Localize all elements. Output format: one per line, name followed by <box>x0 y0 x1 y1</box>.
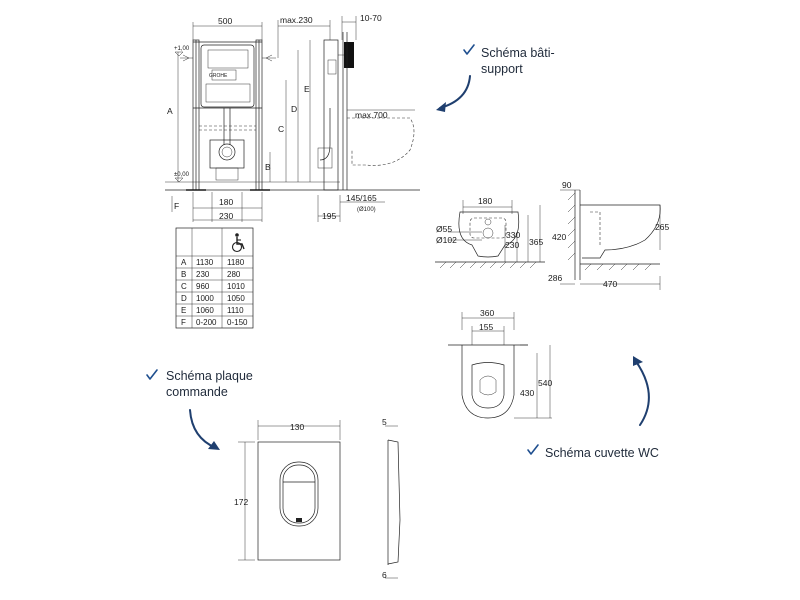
flush-plate-front-view: 130 172 <box>234 420 341 561</box>
table-row-key: E <box>181 306 186 315</box>
bowl-top-view: 360 155 540 430 <box>448 308 552 419</box>
bowl-side-view: 90 265 286 470 <box>548 180 669 290</box>
label-frame-line2: support <box>481 62 523 76</box>
label-bowl-text: Schéma cuvette WC <box>545 446 659 460</box>
dim-540: 540 <box>538 378 552 388</box>
dim-330: 330 <box>506 230 520 240</box>
dim-d55: Ø55 <box>436 224 452 234</box>
table-row-key: F <box>181 318 186 327</box>
table-row-value-standard: 1060 <box>196 306 214 315</box>
table-row-value-accessible: 0-150 <box>227 318 248 327</box>
dim-230: 230 <box>219 211 233 221</box>
dim-90: 90 <box>562 180 572 190</box>
dim-130: 130 <box>290 422 304 432</box>
grohe-logo-text: GROHE <box>209 73 228 79</box>
dim-430: 430 <box>520 388 534 398</box>
dim-max230: max.230 <box>280 15 313 25</box>
dim-5: 5 <box>382 417 387 427</box>
table-row-value-standard: 960 <box>196 282 210 291</box>
dim-360: 360 <box>480 308 494 318</box>
level-plus-100: +1,00 <box>174 46 190 52</box>
dim-195: 195 <box>322 211 336 221</box>
table-row-value-standard: 1130 <box>196 258 214 267</box>
level-zero: ±0,00 <box>174 172 190 178</box>
frame-front-view: 500 GROHE +1,00 ±0,00 <box>165 16 420 222</box>
table-row-key: C <box>181 282 187 291</box>
checkmark-icon <box>146 369 158 380</box>
frame-side-view: max.230 10-70 max.700 195 145/165 (Ø100) <box>277 13 415 222</box>
dim-max700: max.700 <box>355 110 388 120</box>
label-plate: Schéma plaque commande <box>146 369 253 450</box>
label-plate-line2: commande <box>166 385 228 399</box>
table-row-key: D <box>181 294 187 303</box>
dim-365: 365 <box>529 237 543 247</box>
dim-F: F <box>174 201 179 211</box>
dim-286: 286 <box>548 273 562 283</box>
dim-470: 470 <box>603 279 617 289</box>
curved-arrow-icon <box>189 409 217 449</box>
checkmark-icon <box>527 444 539 455</box>
table-row-value-standard: 0-200 <box>196 318 217 327</box>
table-row-key: B <box>181 270 186 279</box>
dim-bowl-180: 180 <box>478 196 492 206</box>
label-frame: Schéma bâti- support <box>436 44 555 112</box>
dim-420: 420 <box>552 232 566 242</box>
dim-d100: (Ø100) <box>357 207 376 213</box>
dim-155: 155 <box>479 322 493 332</box>
bowl-front-view: 180 Ø55 Ø102 330 230 365 420 <box>435 196 566 269</box>
label-bowl: Schéma cuvette WC <box>527 356 659 460</box>
dim-10-70: 10-70 <box>360 13 382 23</box>
table-row-value-accessible: 1110 <box>227 306 244 315</box>
wheelchair-icon <box>231 233 245 253</box>
flush-plate-side-view: 5 6 <box>382 417 401 580</box>
dim-C: C <box>278 124 284 134</box>
table-row-value-accessible: 280 <box>227 270 241 279</box>
dim-265: 265 <box>655 222 669 232</box>
table-row-value-standard: 1000 <box>196 294 214 303</box>
dim-B: B <box>265 162 271 172</box>
dim-A: A <box>167 106 173 116</box>
table-row-value-accessible: 1050 <box>227 294 245 303</box>
dim-E: E <box>304 84 310 94</box>
dim-500: 500 <box>218 16 232 26</box>
dim-d102: Ø102 <box>436 235 457 245</box>
dim-172: 172 <box>234 497 248 507</box>
curved-arrow-icon <box>439 75 471 109</box>
table-row-value-accessible: 1180 <box>227 258 245 267</box>
table-row-key: A <box>181 258 187 267</box>
dim-D: D <box>291 104 297 114</box>
curved-arrow-icon <box>634 359 650 426</box>
dim-145-165: 145/165 <box>346 193 377 203</box>
dim-6: 6 <box>382 570 387 580</box>
table-row-value-standard: 230 <box>196 270 210 279</box>
dim-180: 180 <box>219 197 233 207</box>
table-row-value-accessible: 1010 <box>227 282 245 291</box>
dim-230-bowl: 230 <box>505 240 519 250</box>
checkmark-icon <box>463 44 475 55</box>
label-plate-line1: Schéma plaque <box>166 369 253 383</box>
label-frame-line1: Schéma bâti- <box>481 46 555 60</box>
